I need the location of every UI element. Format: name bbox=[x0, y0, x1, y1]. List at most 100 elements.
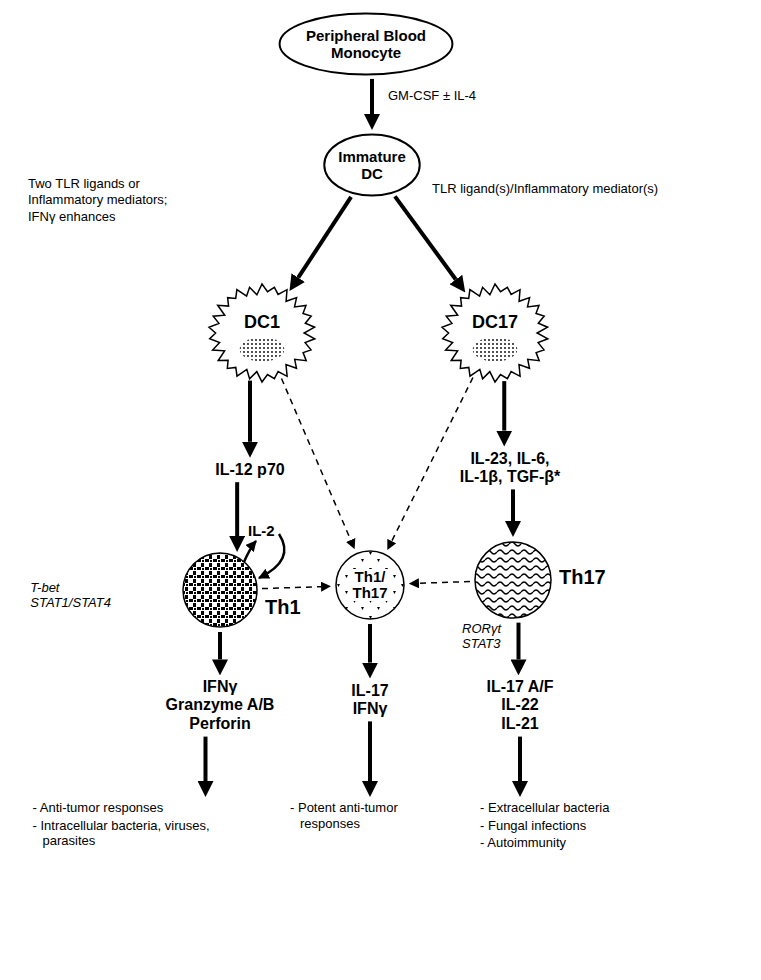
text-word: - bbox=[480, 800, 484, 815]
text-word: Immature bbox=[338, 148, 406, 165]
text-word: IFNγ bbox=[203, 678, 238, 695]
text-word: IFNγ bbox=[353, 700, 388, 717]
arrow bbox=[395, 196, 456, 279]
stipple bbox=[473, 337, 518, 361]
cell-label: Th1 bbox=[265, 596, 301, 619]
arrow bbox=[368, 624, 372, 663]
cytokine-text: IL-12 p70 bbox=[215, 461, 284, 479]
cell-ellipse: Immature DC bbox=[323, 133, 421, 197]
arrow bbox=[511, 489, 515, 521]
shape-outline bbox=[181, 551, 259, 629]
text-word: A/F bbox=[528, 678, 554, 695]
cytokine-label: IL-2 bbox=[248, 522, 275, 539]
cell-label: Th17 bbox=[559, 566, 606, 589]
arrow bbox=[218, 632, 222, 659]
text-word: IFNγ bbox=[28, 209, 55, 224]
dashed-arrow bbox=[282, 379, 351, 540]
cell-outline bbox=[324, 134, 419, 195]
shape-outline bbox=[473, 540, 553, 620]
outcome-list: - Anti-tumor responses - Intracellular ba… bbox=[33, 800, 248, 851]
node-label: Immature DC bbox=[338, 148, 406, 183]
cell-ellipse: Peripheral Blood Monocyte bbox=[278, 12, 454, 76]
text-word: IL-17 bbox=[487, 678, 524, 695]
node-label: IL-23, IL-6, IL-1β, TGF-β* bbox=[458, 450, 563, 487]
text-word: Peripheral bbox=[306, 27, 379, 44]
text-word: infections bbox=[531, 818, 586, 833]
arrow bbox=[518, 737, 522, 781]
dendritic-outline bbox=[442, 284, 548, 382]
text-word: TLR bbox=[55, 176, 80, 191]
stipple bbox=[240, 337, 285, 361]
text-word: Granzyme bbox=[166, 697, 243, 714]
text-word: Two bbox=[28, 176, 52, 191]
t-cell-circle: Th1T-bet STAT1/STAT4 bbox=[181, 551, 259, 629]
cell-label: Th1/ Th17 bbox=[350, 569, 389, 601]
text-word: enhances bbox=[59, 209, 115, 224]
outcome-item: - Intracellular bacteria, viruses, paras… bbox=[33, 818, 248, 849]
edge-label: TLR ligand(s)/Inflammatory mediator(s) bbox=[432, 181, 658, 197]
text-word: Th1 bbox=[265, 596, 301, 618]
text-word: IL-21 bbox=[501, 715, 538, 732]
node-label: IL-17 IFNγ bbox=[351, 682, 388, 719]
text-word: or bbox=[128, 176, 140, 191]
text-word: Monocyte bbox=[331, 44, 401, 61]
dashed-arrow bbox=[392, 378, 473, 542]
cytokine-text: IL-17 IFNγ bbox=[351, 682, 388, 719]
text-word: Potent bbox=[298, 800, 336, 815]
edge-label: Two TLR ligands or Inflammatory mediator… bbox=[28, 176, 188, 225]
text-word: Inflammatory bbox=[28, 192, 103, 207]
text-word: bacteria bbox=[563, 800, 609, 815]
text-word: Extracellular bbox=[488, 800, 560, 815]
text-word: IL-23, bbox=[470, 450, 512, 467]
t-cell-circle: Th1/ Th17 bbox=[334, 549, 406, 621]
arrow bbox=[235, 482, 239, 536]
text-word: mediators; bbox=[107, 192, 168, 207]
node-label: IL-17 A/F IL-22 IL-21 bbox=[484, 678, 556, 733]
outcome-item: - Potent anti-tumor responses bbox=[290, 800, 440, 831]
cell-outline bbox=[475, 542, 551, 618]
outcome-item: - Anti-tumor responses bbox=[33, 800, 248, 816]
text-word: p70 bbox=[257, 461, 285, 478]
text-word: Intracellular bbox=[40, 818, 107, 833]
dashed-arrow bbox=[262, 587, 321, 589]
outcome-item: - Extracellular bacteria bbox=[480, 800, 660, 816]
text-word: STAT3 bbox=[462, 636, 501, 651]
text-word: IL-4 bbox=[454, 88, 476, 103]
cell-outline bbox=[280, 13, 453, 74]
text-word: ± bbox=[443, 88, 450, 103]
outcome-list: - Extracellular bacteria- Fungal infecti… bbox=[480, 800, 660, 853]
node-label: DC17 bbox=[472, 312, 518, 333]
edge-label: GM-CSF ± IL-4 bbox=[388, 88, 476, 104]
text-word: ligands bbox=[83, 176, 124, 191]
il2-loop-arrow bbox=[244, 541, 256, 562]
text-word: IL-12 bbox=[215, 461, 252, 478]
arrow bbox=[502, 381, 506, 430]
cytokine-text: IL-17 A/F IL-22 IL-21 bbox=[484, 678, 556, 733]
outcome-list: - Potent anti-tumor responses bbox=[290, 800, 440, 833]
text-word: Autoimmunity bbox=[487, 835, 566, 850]
text-word: TGF-β* bbox=[507, 468, 560, 485]
text-word: IL-17 bbox=[351, 682, 388, 699]
outcome-item: - Fungal infections bbox=[480, 818, 660, 834]
transcription-factors: T-bet STAT1/STAT4 bbox=[30, 581, 111, 611]
text-word: responses bbox=[103, 800, 163, 815]
text-word: Th17 bbox=[352, 584, 387, 601]
cell-outline bbox=[183, 553, 257, 627]
dendritic-outline bbox=[209, 284, 315, 382]
text-word: GM-CSF bbox=[388, 88, 439, 103]
text-word: IL-6, bbox=[517, 450, 550, 467]
arrow bbox=[248, 381, 252, 442]
text-word: IL-2 bbox=[248, 522, 275, 539]
text-word: T-bet bbox=[30, 580, 59, 595]
text-word: DC bbox=[361, 165, 383, 182]
node-label: DC1 bbox=[244, 312, 280, 333]
cytokine-text: IFNγ Granzyme A/B Perforin bbox=[164, 678, 277, 733]
text-word: ligand(s)/Inflammatory bbox=[460, 181, 589, 196]
text-word: Anti-tumor bbox=[40, 800, 100, 815]
text-word: Fungal bbox=[488, 818, 528, 833]
node-label: IFNγ Granzyme A/B Perforin bbox=[164, 678, 277, 733]
t-cell-circle: Th17RORγt STAT3 bbox=[473, 540, 553, 620]
text-word: responses bbox=[300, 816, 360, 831]
text-word: TLR bbox=[432, 181, 457, 196]
node-label: IL-12 p70 bbox=[215, 461, 284, 479]
